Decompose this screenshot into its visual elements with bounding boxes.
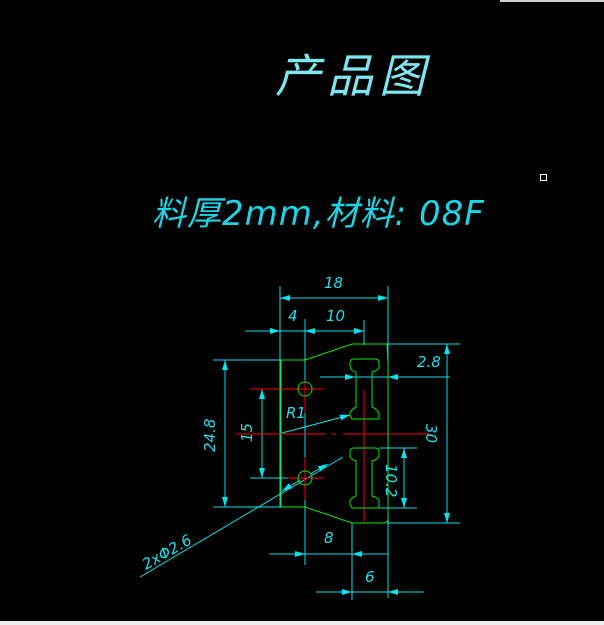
dimension-lines <box>139 286 460 600</box>
cursor-pickbox <box>540 174 547 181</box>
dim-18: 18 <box>324 274 343 292</box>
status-bar <box>0 621 604 625</box>
dim-10: 10 <box>326 307 345 325</box>
dim-holes: 2xΦ2.6 <box>139 531 195 574</box>
dim-6: 6 <box>365 568 375 586</box>
lower-hole <box>297 470 313 486</box>
upper-hole <box>297 381 313 397</box>
dim-24-8: 24.8 <box>201 419 219 452</box>
upper-slot <box>349 358 380 420</box>
material-note: 料厚2mm,材料: 08F <box>152 194 485 234</box>
dim-r1: R1 <box>286 404 306 422</box>
drawing-title: 产品图 <box>275 49 431 103</box>
window-edge <box>500 0 604 2</box>
lower-slot <box>349 447 380 509</box>
dim-15: 15 <box>238 423 256 442</box>
dim-30: 30 <box>422 424 440 443</box>
dim-4: 4 <box>288 307 298 325</box>
part-outline <box>280 343 389 524</box>
dim-8: 8 <box>324 529 334 547</box>
dim-10-2: 10.2 <box>382 464 400 497</box>
center-lines <box>236 380 430 523</box>
dim-2-8: 2.8 <box>417 353 441 371</box>
